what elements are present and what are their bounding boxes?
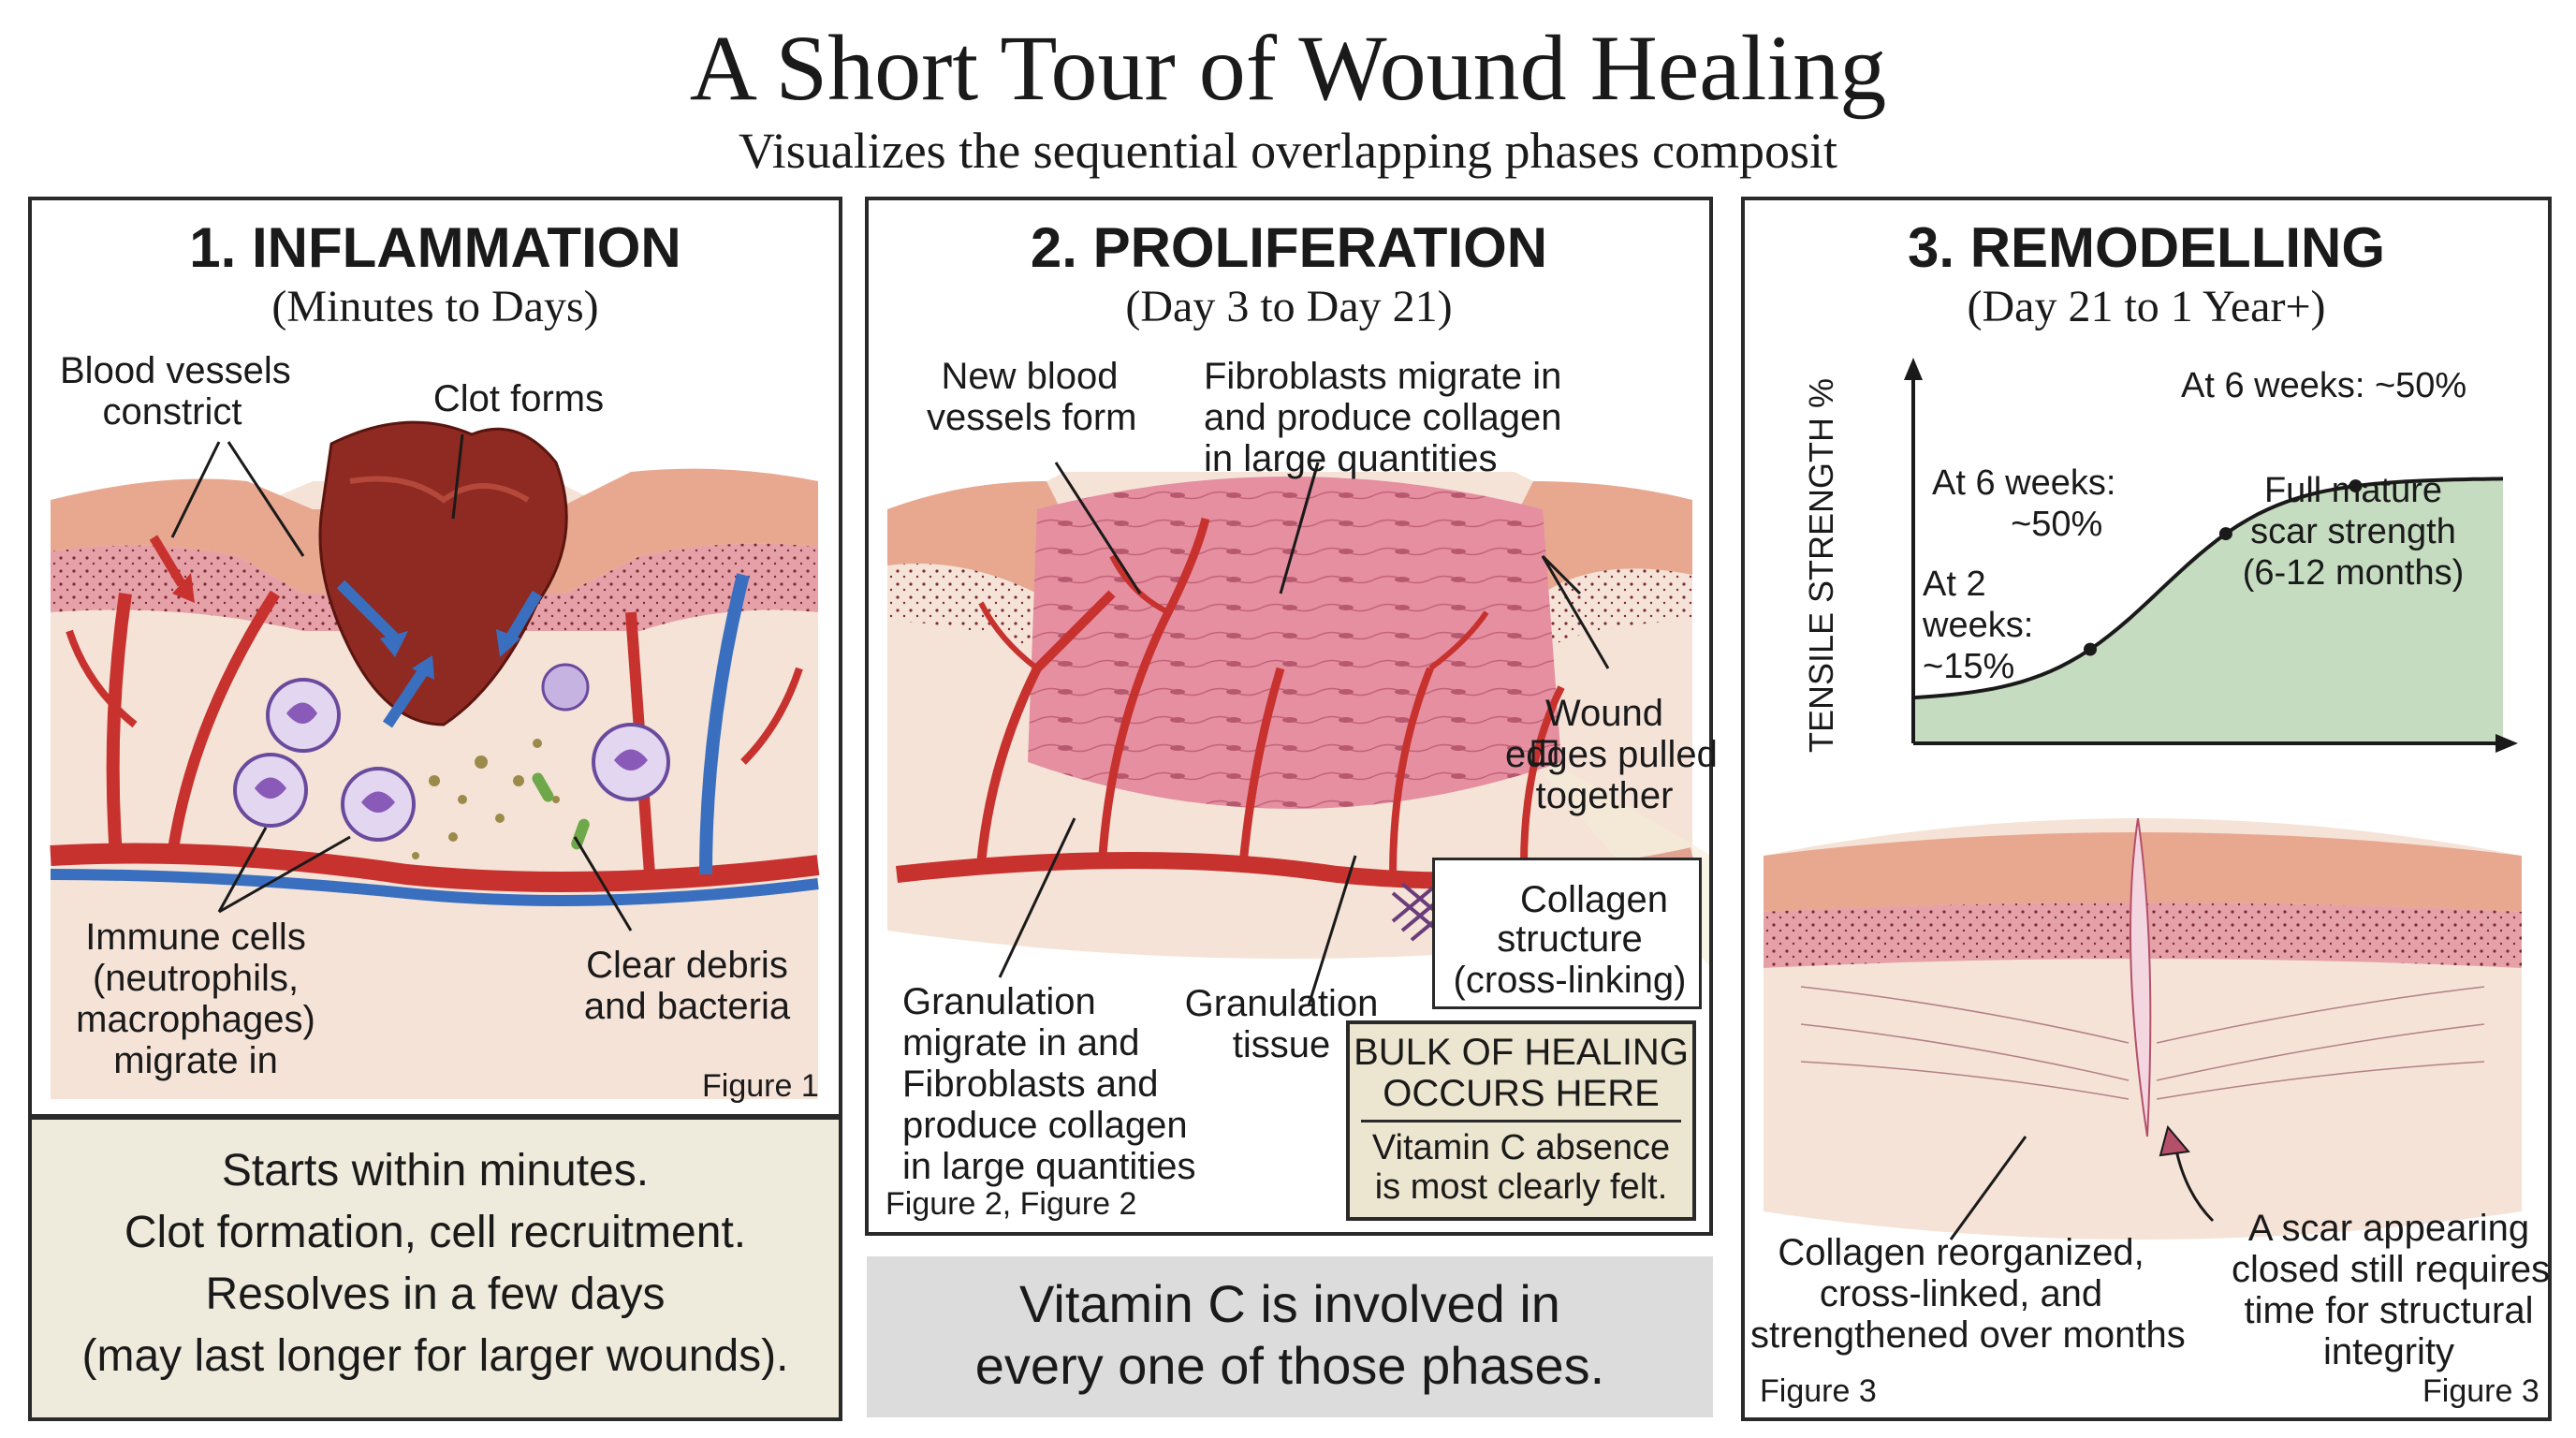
collagen-label-3: (cross-linking)	[1453, 960, 1687, 1001]
y-axis-label-wrap: TENSILE STRENGTH %	[1793, 367, 1850, 760]
newvessels-label: New blood	[941, 356, 1119, 397]
immune-label: Immune cells	[85, 917, 306, 958]
chart-area-fill	[1913, 478, 2503, 743]
tissue-base	[51, 481, 818, 1099]
tensile-strength-chart	[1904, 358, 2518, 753]
collagen-label-2: structure	[1497, 918, 1643, 960]
immune-label-3: macrophages)	[76, 999, 315, 1040]
point-label-1-b: weeks:	[1923, 606, 2034, 645]
scar-label-3: time for structural	[2244, 1290, 2534, 1331]
fibroblasts-label: Fibroblasts migrate in	[1204, 356, 1562, 397]
artery	[50, 843, 820, 892]
granulation-tissue-label: Granulation	[1184, 983, 1379, 1024]
edges-label: Wound	[1544, 693, 1663, 734]
bulk-healing-callout: BULK OF HEALING OCCURS HERE Vitamin C ab…	[1346, 1020, 1696, 1221]
figure-3-caption-right: Figure 3	[2422, 1373, 2539, 1409]
scar-label: A scar appearing	[2247, 1208, 2530, 1249]
scar-label-2: closed still requires	[2232, 1249, 2551, 1290]
fibroblasts-label-3: in large quantities	[1204, 438, 1498, 479]
chart-point	[2349, 479, 2363, 493]
remodelling-title: 3. REMODELLING	[1907, 216, 2386, 279]
collagen-reorganized-label: Collagen reorganized,	[1778, 1232, 2144, 1273]
figure-3-caption-left: Figure 3	[1760, 1373, 1877, 1409]
y-axis-label: TENSILE STRENGTH %	[1802, 377, 1840, 754]
immune-label-4: migrate in	[113, 1040, 278, 1081]
granulation-tissue-label-2: tissue	[1232, 1024, 1331, 1065]
remodelling-illustration	[1764, 358, 2522, 1240]
page-title: A Short Tour of Wound Healing	[689, 16, 1887, 120]
inflammation-illustration	[50, 420, 820, 1099]
dermis-texture	[51, 543, 818, 631]
point-label-1-value: ~15%	[1923, 647, 2015, 686]
plateau-label: Full mature	[2263, 471, 2443, 510]
note-line: Resolves in a few days	[205, 1269, 666, 1319]
figure-2-caption: Figure 2, Figure 2	[886, 1186, 1137, 1222]
scar-line	[2130, 817, 2152, 1137]
note-line: Starts within minutes.	[221, 1146, 650, 1196]
collagen-inset: Collagen structure (cross-linking)	[1432, 858, 1702, 1009]
chart-point	[2218, 527, 2232, 541]
plateau-label-2: scar strength	[2250, 512, 2456, 551]
page-subtitle: Visualizes the sequential overlapping ph…	[739, 123, 1837, 179]
bulk-heading: BULK OF HEALING	[1354, 1032, 1689, 1073]
granulation-label-4: produce collagen	[902, 1105, 1188, 1146]
vessels-label-2: constrict	[102, 391, 242, 433]
inflammation-note: Starts within minutes. Clot formation, c…	[28, 1116, 842, 1421]
vein	[50, 869, 819, 906]
proliferation-subtitle: (Day 3 to Day 21)	[1125, 282, 1453, 331]
point-label-2: At 6 weeks:	[1932, 463, 2116, 503]
bulk-heading-2: OCCURS HERE	[1383, 1073, 1660, 1114]
granulation-label: Granulation	[902, 981, 1096, 1022]
clot-label: Clot forms	[432, 378, 605, 419]
point-label-2-value: ~50%	[2011, 505, 2103, 544]
figure-1-caption: Figure 1	[702, 1068, 819, 1104]
vessels-label: Blood vessels	[60, 350, 291, 391]
newvessels-label-2: vessels form	[927, 397, 1137, 438]
edges-label-2: edges pulled	[1505, 734, 1718, 775]
immune-label-2: (neutrophils,	[92, 958, 300, 999]
collagen-reorganized-label-2: cross-linked, and	[1819, 1273, 2103, 1314]
chart-point	[2084, 642, 2097, 656]
bulk-body: Vitamin C absence	[1371, 1128, 1671, 1167]
granulation-label-2: migrate in and	[902, 1022, 1140, 1064]
debris-label-2: and bacteria	[583, 986, 791, 1027]
inflammation-subtitle: (Minutes to Days)	[271, 282, 599, 331]
vitamin-c-note: Vitamin C is involved in every one of th…	[867, 1256, 1713, 1417]
chart-curve	[1912, 477, 2504, 700]
fibroblasts-label-2: and produce collagen	[1204, 397, 1562, 438]
vitamin-c-line-2: every one of those phases.	[974, 1336, 1605, 1395]
plateau-label-3: (6-12 months)	[2242, 553, 2465, 593]
point-label-3: At 6 weeks: ~50%	[2181, 366, 2467, 405]
remodelling-subtitle: (Day 21 to 1 Year+)	[1967, 282, 2326, 331]
divider	[1361, 1120, 1681, 1123]
scar-label-4: integrity	[2322, 1331, 2455, 1372]
granulation-label-5: in large quantities	[902, 1146, 1196, 1187]
collagen-reorganized-label-3: strengthened over months	[1750, 1314, 2186, 1356]
proliferation-title: 2. PROLIFERATION	[1030, 216, 1548, 279]
remodelling-panel: 3. REMODELLING (Day 21 to 1 Year+)	[1741, 197, 2552, 1421]
proliferation-panel: 2. PROLIFERATION (Day 3 to Day 21)	[865, 197, 1718, 1236]
collagen-label: Collagen	[1520, 879, 1668, 920]
point-label-1: At 2	[1923, 565, 1986, 604]
inflammation-title: 1. INFLAMMATION	[189, 216, 681, 279]
note-line: (may last longer for larger wounds).	[81, 1331, 789, 1381]
debris-label: Clear debris	[586, 945, 788, 986]
inflammation-panel: 1. INFLAMMATION (Minutes to Days)	[28, 197, 842, 1118]
note-line: Clot formation, cell recruitment.	[124, 1208, 747, 1257]
granulation-label-3: Fibroblasts and	[902, 1064, 1159, 1105]
vitamin-c-line: Vitamin C is involved in	[1019, 1274, 1560, 1333]
edges-label-3: together	[1535, 775, 1674, 816]
bulk-body-2: is most clearly felt.	[1374, 1167, 1668, 1207]
